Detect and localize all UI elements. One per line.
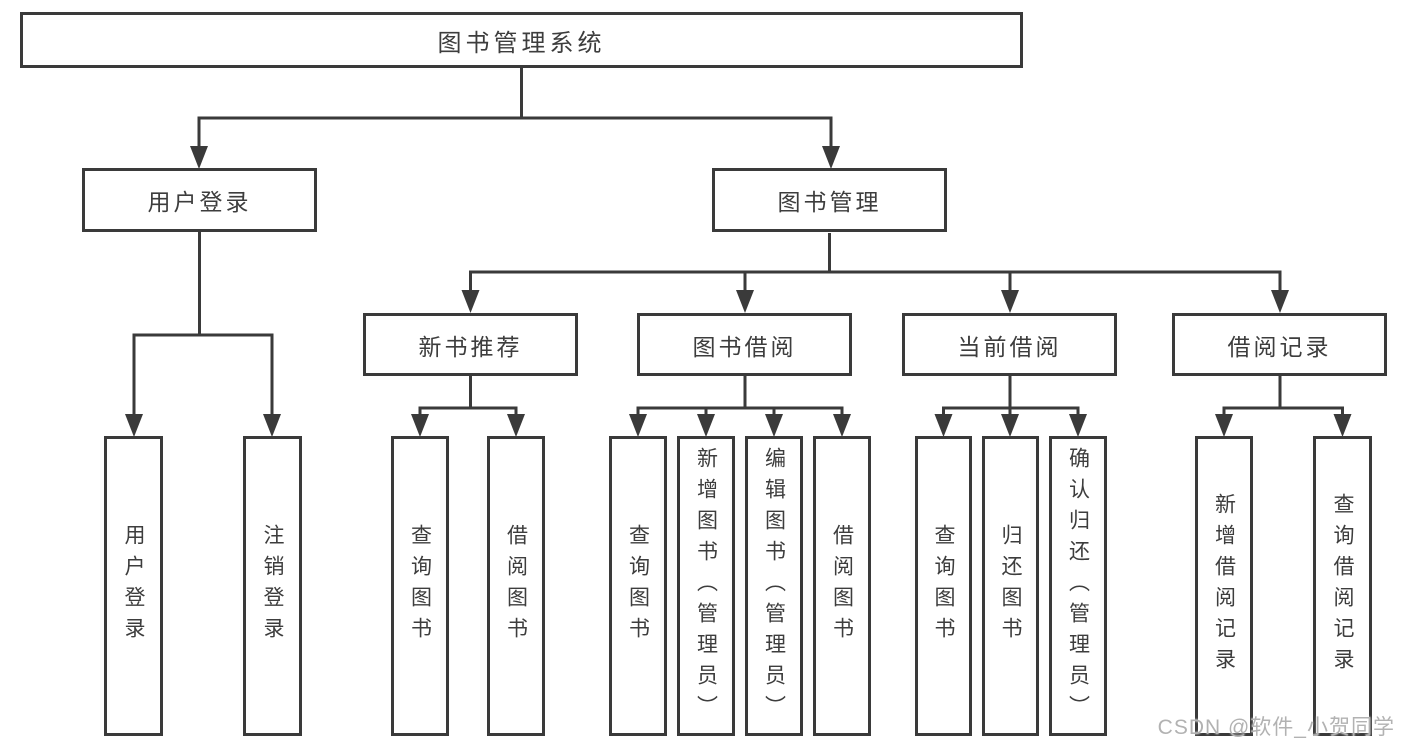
node-add-borrow-record: 新增借阅记录 <box>1195 436 1253 736</box>
arrowheads-book-borrowing-children <box>629 414 851 437</box>
node-label: 归还图书 <box>999 524 1022 648</box>
arrowheads-current-borrowing-children <box>934 414 1087 437</box>
connector-book-borrowing-children <box>636 376 844 415</box>
node-add-books-admin: 新增图书（管理员） <box>677 436 735 736</box>
arrowheads-level3 <box>461 290 1289 313</box>
node-label: 借阅图书 <box>830 524 854 648</box>
connector-new-book-children <box>418 376 518 415</box>
node-label: 图书管理系统 <box>437 29 606 57</box>
node-label: 借阅记录 <box>1227 333 1332 360</box>
node-label: 新增借阅记录 <box>1212 493 1236 679</box>
node-query-books-recommend: 查询图书 <box>391 436 449 736</box>
connector-borrowing-records-children <box>1222 376 1344 415</box>
node-library-management-system: 图书管理系统 <box>20 12 1023 68</box>
node-query-borrow-record: 查询借阅记录 <box>1313 436 1372 736</box>
node-label: 用户登录 <box>147 189 252 215</box>
node-label: 查询图书 <box>626 524 650 648</box>
node-label: 用户登录 <box>122 524 145 648</box>
node-label: 查询图书 <box>932 524 955 648</box>
arrowheads-user-login-children <box>125 414 281 437</box>
connector-book-management-children <box>469 233 1282 291</box>
node-query-books-borrowing: 查询图书 <box>609 436 667 736</box>
node-label: 借阅图书 <box>504 524 528 648</box>
node-return-books: 归还图书 <box>982 436 1039 736</box>
node-label: 查询借阅记录 <box>1331 493 1354 679</box>
node-label: 编辑图书（管理员） <box>762 446 786 726</box>
node-label: 图书借阅 <box>692 333 797 360</box>
arrowheads-level2 <box>190 146 840 169</box>
node-current-borrowing: 当前借阅 <box>902 313 1117 376</box>
node-borrow-books-recommend: 借阅图书 <box>487 436 545 736</box>
connector-current-borrowing-children <box>942 376 1080 415</box>
node-user-login-module: 用户登录 <box>82 168 317 232</box>
node-label: 确认归还（管理员） <box>1066 446 1090 726</box>
node-book-management-module: 图书管理 <box>712 168 947 232</box>
arrowheads-borrowing-records-children <box>1215 414 1352 437</box>
arrowheads-new-book-children <box>411 414 525 437</box>
node-edit-books-admin: 编辑图书（管理员） <box>745 436 803 736</box>
node-confirm-return-admin: 确认归还（管理员） <box>1049 436 1107 736</box>
connector-root-to-level2 <box>197 68 833 147</box>
node-query-books-current: 查询图书 <box>915 436 972 736</box>
node-user-login: 用户登录 <box>104 436 163 736</box>
node-logout: 注销登录 <box>243 436 302 736</box>
connector-user-login-children <box>132 232 274 415</box>
watermark: CSDN @软件_小贺同学 <box>1157 716 1395 739</box>
node-new-book-recommend: 新书推荐 <box>363 313 578 376</box>
node-borrowing-records: 借阅记录 <box>1172 313 1387 376</box>
node-label: 新增图书（管理员） <box>694 446 718 726</box>
node-label: 注销登录 <box>261 524 284 648</box>
node-label: 查询图书 <box>408 524 432 648</box>
node-book-borrowing: 图书借阅 <box>637 313 852 376</box>
node-label: 图书管理 <box>777 189 882 215</box>
node-borrow-books-borrowing: 借阅图书 <box>813 436 871 736</box>
node-label: 当前借阅 <box>957 333 1062 360</box>
node-label: 新书推荐 <box>418 333 523 360</box>
